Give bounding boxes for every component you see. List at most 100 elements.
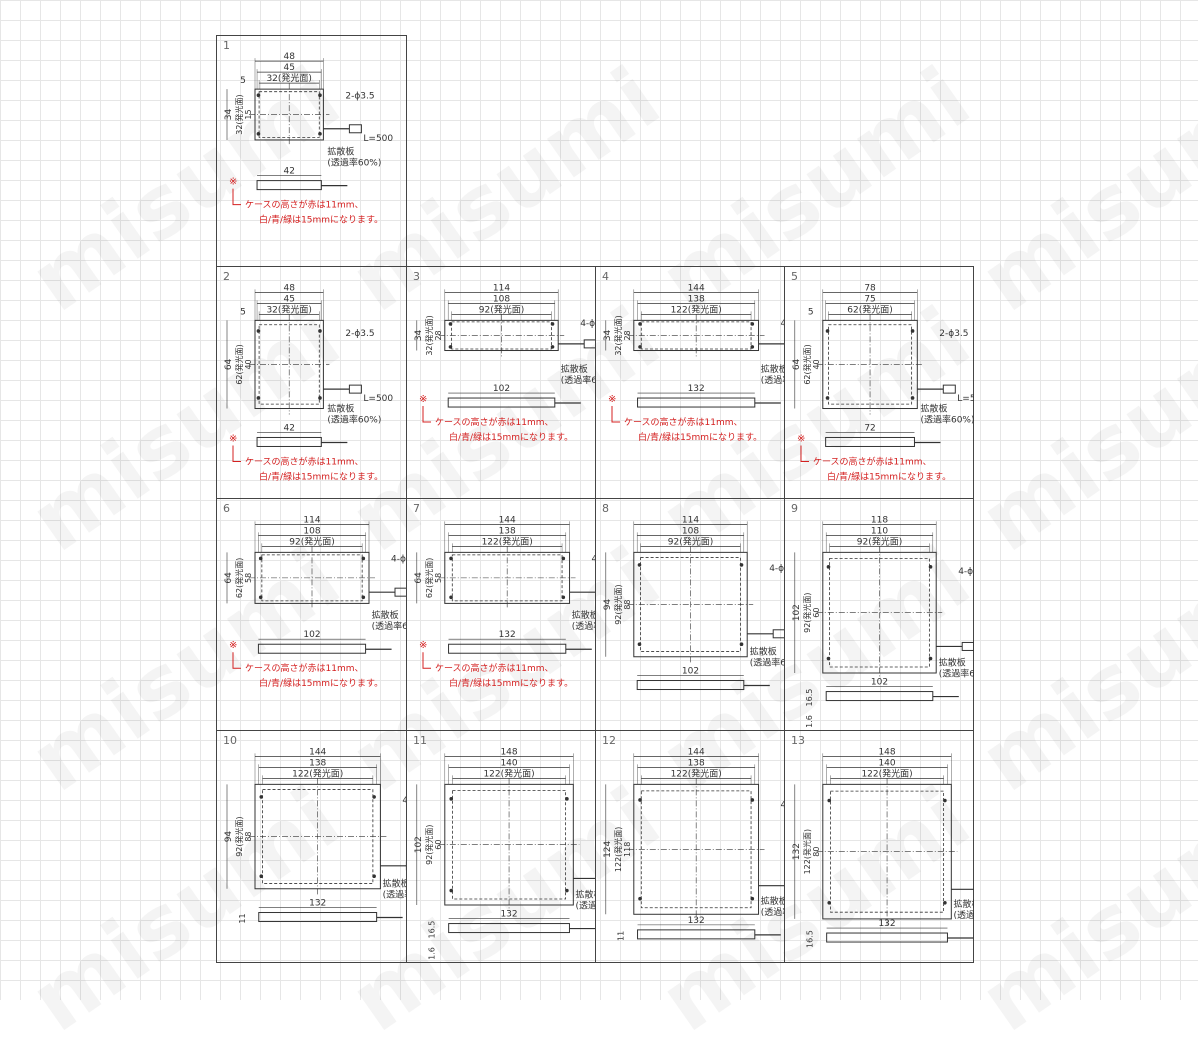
dimension-wmid: 75 [864, 294, 875, 304]
hole-spec: 4-ϕ3.5 [391, 555, 407, 565]
dimension-height-inner: 28 [623, 330, 632, 340]
mounting-hole [257, 93, 261, 97]
mounting-hole [638, 322, 642, 326]
mounting-hole [943, 901, 947, 905]
drawing-cell-10: 10144138122(発光面)9492(発光面)884-ϕ3.5L=50013… [216, 730, 407, 963]
dimension-wouter: 114 [303, 515, 320, 525]
dimension-diffuser-width: 42 [283, 423, 294, 433]
dimension-height-outer: 34 [224, 109, 234, 121]
hole-spec: 2-ϕ3.5 [345, 91, 374, 101]
dimension-wouter: 144 [499, 515, 516, 525]
diffuser-label: 拡散板 [372, 609, 399, 621]
dimension-wmid: 108 [682, 526, 699, 536]
dimension-height-outer: 64 [792, 358, 802, 370]
mounting-hole [911, 329, 915, 333]
drawing-cell-11: 11148140122(発光面)10292(発光面)604-ϕ3.5L=5001… [406, 730, 596, 963]
dimension-offset: 5 [240, 307, 246, 317]
drawing-cell-7: 7144138122(発光面)6462(発光面)584-ϕ3.5L=500132… [406, 498, 596, 731]
mounting-hole [911, 396, 915, 400]
transmittance-label: (透過率60%) [761, 906, 785, 918]
dimension-wouter: 78 [864, 283, 876, 293]
drawing-cell-13: 13148140122(発光面)132122(発光面)804-ϕ3.5L=500… [784, 730, 974, 963]
mounting-hole [827, 901, 831, 905]
dimension-wouter: 144 [688, 747, 705, 757]
mounting-hole [449, 797, 453, 801]
dimension-wmid: 138 [499, 526, 516, 536]
dimension-height-outer: 102 [414, 836, 424, 853]
cell-drawing: 787562(発光面)56462(発光面)402-ϕ3.5L=50072拡散板(… [785, 267, 974, 499]
dimension-wmid: 45 [283, 294, 294, 304]
dimension-height-outer: 102 [792, 604, 802, 621]
dimension-wmid: 45 [283, 63, 294, 73]
dimension-diffuser-width: 102 [303, 630, 320, 640]
note-line-2: 白/青/緑は15mmになります。 [259, 677, 383, 689]
note-line-2: 白/青/緑は15mmになります。 [638, 431, 762, 443]
dimension-height-inner: 15 [244, 109, 253, 119]
mounting-hole [318, 132, 322, 136]
mounting-hole [740, 563, 744, 567]
transmittance-label: (透過率60%) [327, 413, 381, 425]
note-leader [801, 445, 809, 461]
dimension-height-outer: 34 [603, 329, 613, 341]
dimension-height-emitting: 62(発光面) [802, 344, 812, 384]
mounting-hole [638, 798, 642, 802]
dimension-wmid: 140 [500, 758, 517, 768]
mounting-hole [449, 322, 453, 326]
note-line-1: ケースの高さが赤は11mm、 [435, 416, 554, 428]
note-line-2: 白/青/緑は15mmになります。 [259, 214, 383, 226]
cell-drawing: 11410892(発光面)9492(発光面)884-ϕ3.5L=500102拡散… [596, 499, 785, 731]
dimension-height-outer: 94 [224, 831, 234, 843]
transmittance-label: (透過率60%) [561, 374, 596, 386]
note-line-2: 白/青/緑は15mmになります。 [259, 470, 383, 482]
dimension-winner: 32(発光面) [266, 72, 311, 84]
dimension-diffuser-width: 42 [283, 167, 294, 177]
note-line-1: ケースの高さが赤は11mm、 [624, 416, 743, 428]
mounting-hole [259, 557, 263, 561]
mounting-hole [372, 795, 376, 799]
mounting-hole [638, 642, 642, 646]
dimension-height-emitting: 32(発光面) [234, 94, 244, 134]
dimension-height-outer: 34 [414, 329, 424, 341]
connector [962, 642, 974, 650]
note-line-2: 白/青/緑は15mmになります。 [827, 470, 951, 482]
note-leader [233, 189, 241, 205]
cell-drawing: 11410892(発光面)6462(発光面)584-ϕ3.5L=500102拡散… [217, 499, 407, 731]
side-view-body [826, 437, 915, 446]
dimension-offset: 5 [240, 76, 246, 86]
dimension-winner: 92(発光面) [289, 535, 334, 547]
dimension-height-inner: 88 [244, 831, 253, 841]
side-view-body [258, 644, 365, 653]
cable-length: L=500 [363, 394, 393, 404]
dimension-height-inner: 60 [434, 840, 443, 850]
dimension-wmid: 110 [871, 526, 888, 536]
mounting-hole [562, 557, 566, 561]
dimension-winner: 122(発光面) [861, 767, 912, 779]
note-line-1: ケースの高さが赤は11mm、 [435, 662, 554, 674]
dimension-height-emitting: 32(発光面) [613, 315, 623, 355]
side-view-body [638, 930, 755, 939]
note-mark: ※ [419, 640, 427, 651]
dimension-height-emitting: 92(発光面) [613, 584, 623, 624]
transmittance-label: (透過率60%) [575, 900, 596, 912]
mounting-hole [740, 642, 744, 646]
note-mark: ※ [608, 394, 616, 405]
dimension-height-outer: 132 [792, 843, 802, 860]
dimension-height-emitting: 92(発光面) [424, 824, 434, 864]
transmittance-label: (透過率60%) [939, 668, 974, 680]
mounting-hole [827, 565, 831, 569]
dimension-winner: 122(発光面) [483, 767, 534, 779]
mounting-hole [638, 897, 642, 901]
dimension-height-emitting: 92(発光面) [802, 592, 812, 632]
mounting-hole [638, 345, 642, 349]
diffuser-label: 拡散板 [750, 646, 777, 658]
mounting-hole [751, 897, 755, 901]
mounting-hole [257, 329, 261, 333]
dimension-height-emitting: 92(発光面) [234, 816, 244, 856]
drawing-cell-3: 311410892(発光面)3432(発光面)284-ϕ3.5L=500102拡… [406, 266, 596, 499]
note-leader [233, 445, 241, 461]
drawing-cell-12: 12144138122(発光面)124122(発光面)1184-ϕ3.5L=50… [595, 730, 785, 963]
dimension-height-outer: 94 [603, 599, 613, 611]
mounting-hole [449, 595, 453, 599]
diffuser-label: 拡散板 [383, 878, 407, 890]
